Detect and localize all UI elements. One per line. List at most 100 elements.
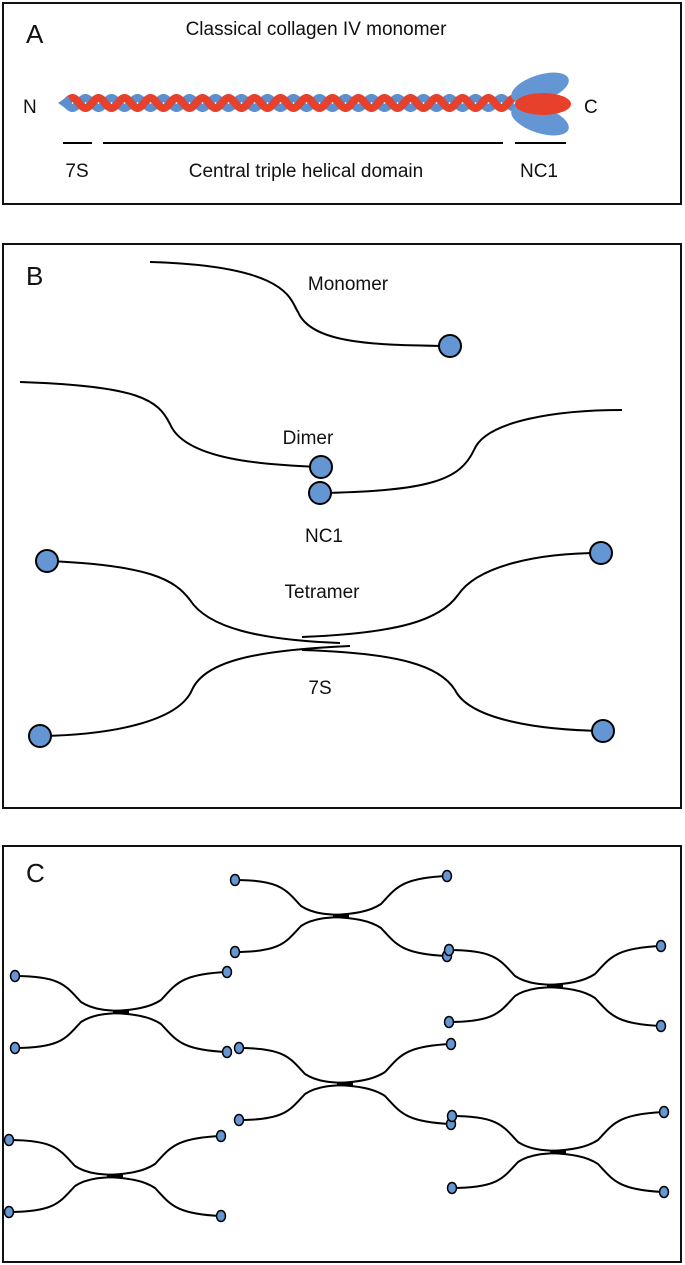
network-nc1-icon [221,1045,233,1059]
network-nc1-icon [9,969,21,983]
nc1-core [515,93,571,115]
7s-label: 7S [308,678,331,699]
network-nc1-icon [443,943,455,957]
dimer-nc1-upper-icon [309,455,333,479]
network-strand [106,1135,222,1176]
monomer-label: Monomer [308,274,389,295]
network-7s-junction [337,1082,353,1086]
network-nc1-icon [658,1105,670,1119]
network-strand [14,975,130,1012]
network-nc1-icon [445,1037,457,1051]
network-strand [549,1152,665,1193]
domain-label-7s: 7S [65,161,88,182]
monomer-nc1-icon [438,334,462,358]
dimer-illustration [19,381,623,505]
c-terminus-label: C [584,97,598,118]
network-strand [448,986,564,1023]
network-tetramer [446,1105,670,1199]
network-nc1-icon [441,869,453,883]
network-tetramer [229,869,453,963]
network-nc1-icon [655,939,667,953]
collagen-iv-network-icon [3,869,670,1223]
monomer-illustration [149,261,462,358]
panel-a: A Classical collagen IV monomer N C 7S C… [2,2,682,205]
network-strand [8,1176,124,1213]
dimer-label: Dimer [283,428,334,449]
helix-red-strand [62,94,516,112]
network-strand [332,916,448,957]
network-nc1-icon [215,1129,227,1143]
triple-helix-icon [58,94,516,112]
tetramer-nc1-top-right-icon [589,541,613,565]
network-strand [546,945,662,986]
network-strand [238,1047,354,1084]
network-nc1-icon [3,1133,15,1147]
tetramer-label: Tetramer [285,582,361,603]
tetramer-strand-upper-right [301,552,602,638]
nc1-domain-icon [511,72,571,136]
network-strand [238,1084,354,1121]
dimer-strand-left [19,381,321,468]
network-7s-junction [547,984,563,988]
monomer-strand [149,261,451,347]
tetramer-strand-lower-left [39,645,351,737]
network-nc1-icon [215,1209,227,1223]
network-nc1-icon [446,1109,458,1123]
panel-a-letter: A [26,19,44,49]
network-strand [234,879,350,916]
network-strand [336,1084,452,1125]
network-strand [451,1152,567,1189]
network-strand [106,1176,222,1217]
panel-b-letter: B [26,261,43,291]
network-nc1-icon [443,1015,455,1029]
network-tetramer [9,965,233,1059]
network-nc1-icon [229,873,241,887]
panel-a-title: Classical collagen IV monomer [186,19,448,40]
panel-c-letter: C [26,858,45,888]
network-nc1-icon [233,1113,245,1127]
network-7s-junction [333,914,349,918]
n-terminal-tip [58,96,72,110]
network-tetramer [233,1037,457,1131]
network-strand [448,949,564,986]
network-strand [14,1012,130,1049]
network-nc1-icon [655,1019,667,1033]
network-strand [112,1012,228,1053]
network-nc1-icon [229,945,241,959]
tetramer-nc1-bottom-left-icon [28,724,52,748]
network-7s-junction [550,1150,566,1154]
network-nc1-icon [658,1185,670,1199]
tetramer-strand-upper-left [46,560,341,644]
tetramer-illustration [28,541,615,748]
tetramer-nc1-bottom-right-icon [591,719,615,743]
network-nc1-icon [221,965,233,979]
domain-label-nc1: NC1 [520,161,558,182]
network-strand [8,1139,124,1176]
network-strand [546,986,662,1027]
nc1-label: NC1 [305,526,343,547]
network-nc1-icon [3,1205,15,1219]
network-tetramer [443,939,667,1033]
network-strand [451,1115,567,1152]
network-tetramer [3,1129,227,1223]
dimer-nc1-lower-icon [308,481,332,505]
domain-label-helical: Central triple helical domain [189,161,423,182]
network-strand [549,1111,665,1152]
tetramer-nc1-top-left-icon [35,549,59,573]
network-strand [332,875,448,916]
panel-b: B Monomer Dimer NC1 Tetramer 7S [2,243,682,809]
tetramer-strand-lower-right [301,649,604,732]
panel-c-frame [2,845,682,1263]
panel-c: C [2,845,682,1263]
network-nc1-icon [233,1041,245,1055]
dimer-strand-right [319,409,623,494]
network-strand [234,916,350,953]
network-nc1-icon [446,1181,458,1195]
network-7s-junction [113,1010,129,1014]
network-7s-junction [107,1174,123,1178]
network-nc1-icon [9,1041,21,1055]
network-strand [336,1043,452,1084]
network-strand [112,971,228,1012]
n-terminus-label: N [23,97,37,118]
